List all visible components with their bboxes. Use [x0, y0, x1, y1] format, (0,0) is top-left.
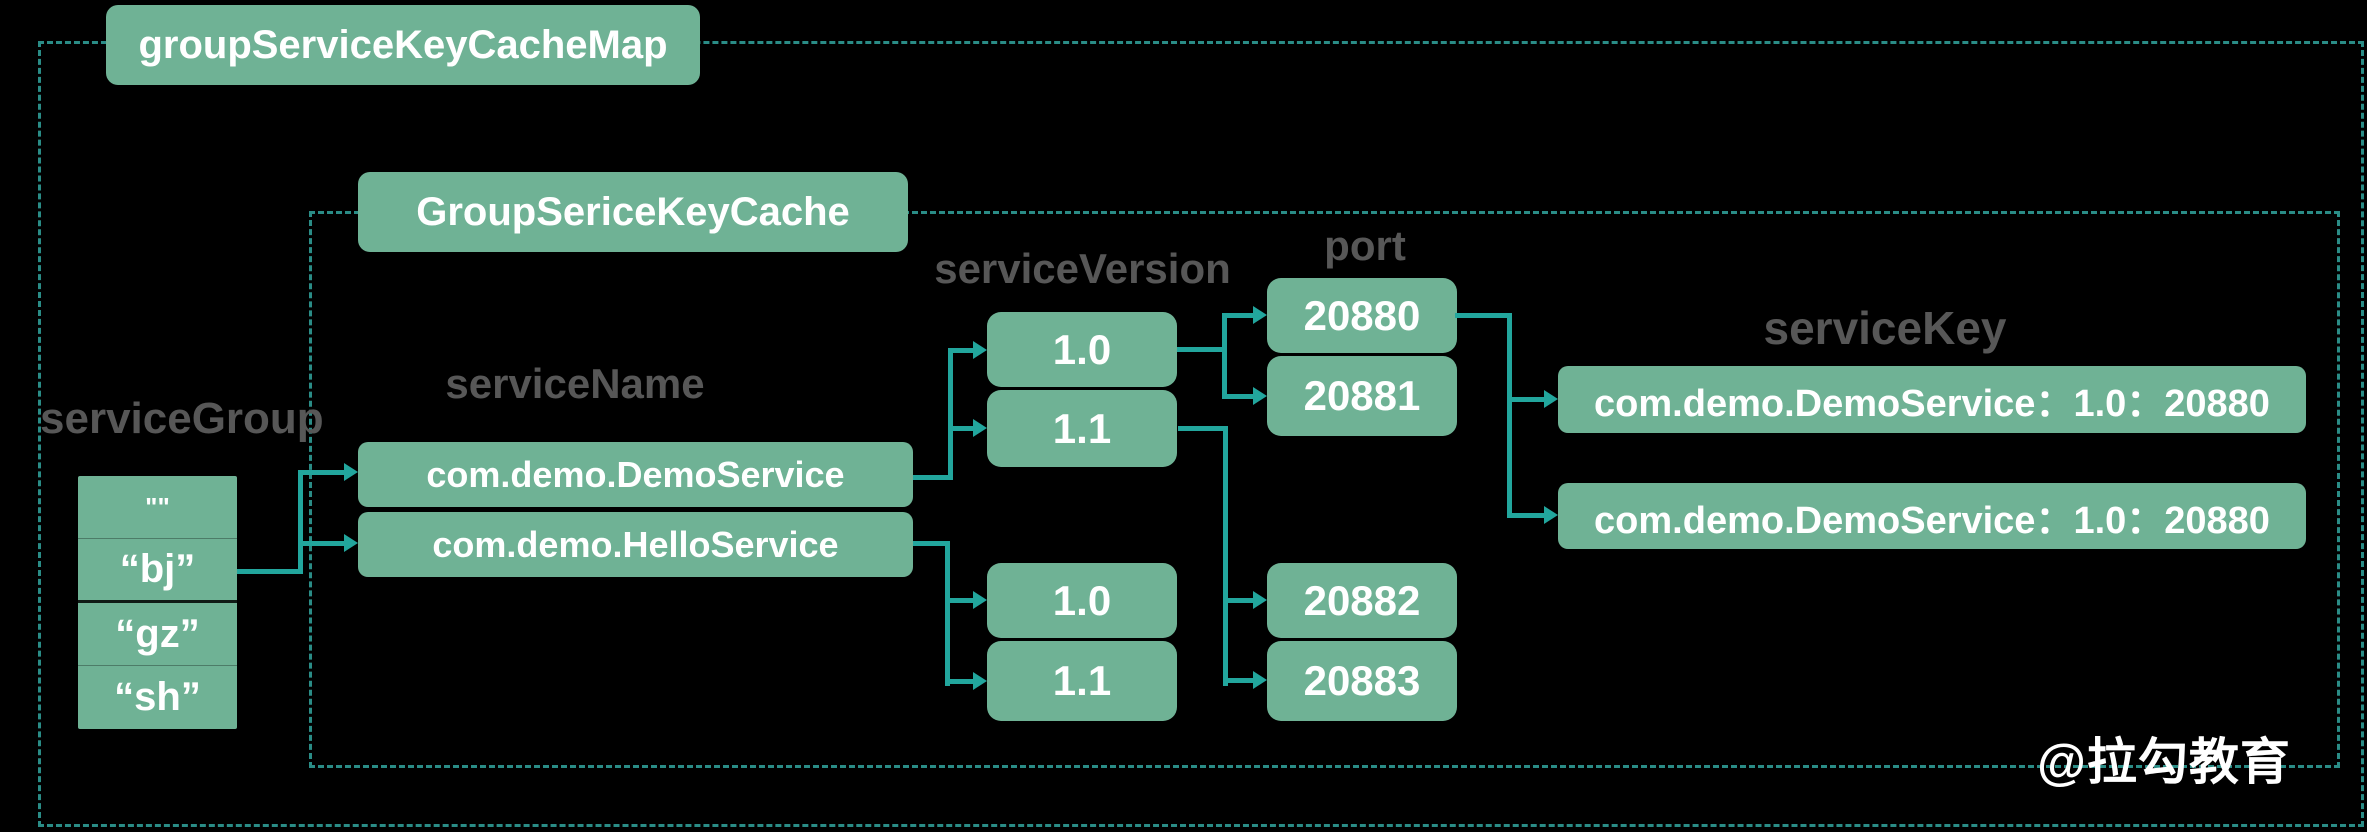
connector-v11-out [1178, 426, 1228, 431]
version-node-hello-1-0: 1.0 [987, 563, 1177, 638]
service-group-row-empty: "" [78, 476, 237, 539]
connector-20880-out [1455, 313, 1512, 318]
connector-hello-to-v11 [945, 679, 973, 684]
port-node-20881: 20881 [1267, 356, 1457, 436]
service-key-label: serviceKey [1763, 302, 2007, 354]
connector-hello-out [913, 541, 950, 546]
version-node-demo-1-0: 1.0 [987, 312, 1177, 387]
connector-hello-trunk [945, 541, 950, 686]
connector-v10-to-20880 [1222, 313, 1253, 318]
arrowhead-to-hello-service [344, 534, 358, 552]
port-node-20882: 20882 [1267, 563, 1457, 638]
connector-20880-to-key1 [1507, 397, 1544, 402]
cache-title-box: GroupSericeKeyCache [358, 172, 908, 252]
port-label: port [1324, 222, 1406, 269]
connector-bj-out [237, 569, 303, 574]
connector-hello-to-v10 [945, 598, 973, 603]
service-key-node-1: com.demo.DemoService：1.0：20880 [1558, 366, 2306, 433]
arrowhead-to-demo-v11 [973, 419, 987, 437]
service-name-label: serviceName [445, 360, 705, 407]
connector-v10-trunk [1222, 313, 1227, 399]
arrowhead-to-20880 [1253, 306, 1267, 324]
arrowhead-to-service-key-2 [1544, 506, 1558, 524]
arrowhead-to-hello-v11 [973, 672, 987, 690]
version-node-hello-1-1: 1.1 [987, 641, 1177, 721]
connector-demo-trunk [948, 348, 953, 480]
connector-v11-trunk [1223, 426, 1228, 686]
inner-cache-dashed-border [309, 211, 2340, 768]
service-group-label: serviceGroup [40, 394, 324, 443]
map-title-box: groupServiceKeyCacheMap [106, 5, 700, 85]
service-version-label: serviceVersion [934, 245, 1231, 292]
watermark: @拉勾教育 [2037, 734, 2291, 790]
arrowhead-to-20882 [1253, 591, 1267, 609]
port-node-20880: 20880 [1267, 278, 1457, 353]
arrowhead-to-service-key-1 [1544, 390, 1558, 408]
arrowhead-to-hello-v10 [973, 591, 987, 609]
connector-v11-to-20882 [1223, 598, 1253, 603]
connector-v10-out [1177, 347, 1227, 352]
service-group-row-sh: “sh” [114, 675, 201, 719]
arrowhead-to-20883 [1253, 671, 1267, 689]
connector-bj-to-demo [298, 470, 344, 475]
service-key-node-2: com.demo.DemoService：1.0：20880 [1558, 483, 2306, 549]
connector-v11-to-20883 [1223, 678, 1253, 683]
connector-demo-out [913, 475, 953, 480]
arrowhead-to-demo-service [344, 463, 358, 481]
service-group-table: "" “bj” “gz” “sh” [78, 476, 237, 729]
connector-bj-trunk [298, 470, 303, 573]
version-node-demo-1-1: 1.1 [987, 390, 1177, 467]
connector-bj-to-hello [298, 541, 344, 546]
connector-demo-to-v10 [948, 348, 973, 353]
arrowhead-to-demo-v10 [973, 341, 987, 359]
connector-demo-to-v11 [948, 426, 973, 431]
service-name-node-demo: com.demo.DemoService [358, 442, 913, 507]
connector-20880-trunk [1507, 313, 1512, 518]
outer-map-dashed-border [38, 41, 2364, 827]
service-name-node-hello: com.demo.HelloService [358, 512, 913, 577]
arrowhead-to-20881 [1253, 387, 1267, 405]
connector-v10-to-20881 [1222, 394, 1253, 399]
service-group-row-gz: “gz” [78, 603, 237, 666]
service-group-row-bj: “bj” [78, 539, 237, 603]
port-node-20883: 20883 [1267, 641, 1457, 721]
connector-20880-to-key2 [1507, 513, 1544, 518]
